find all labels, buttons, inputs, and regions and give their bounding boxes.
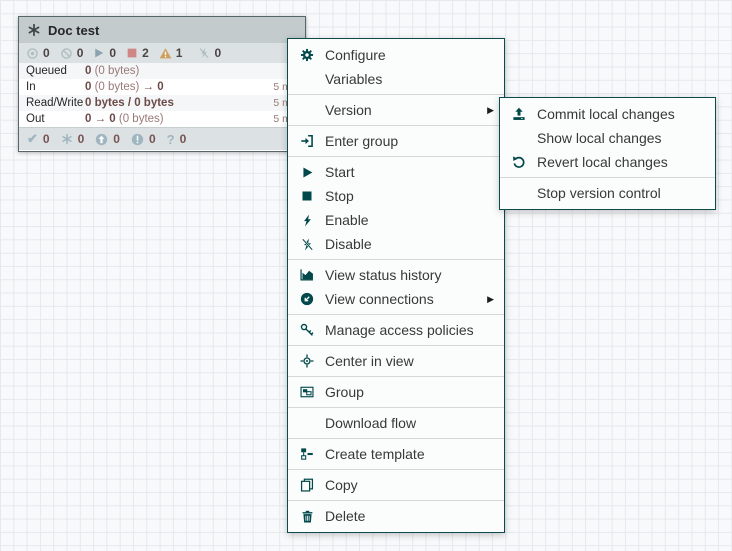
process-group-title: Doc test: [48, 22, 100, 38]
process-group-header: Doc test: [19, 17, 305, 43]
stop-icon: [298, 190, 316, 202]
process-group-icon: [27, 23, 41, 37]
menu-item-center-in-view[interactable]: Center in view: [288, 349, 504, 373]
invalid-count: 1: [175, 46, 183, 60]
menu-divider: [288, 94, 504, 95]
not-transmitting-icon: [60, 47, 73, 60]
process-group[interactable]: Doc test 0 0: [18, 16, 306, 152]
menu-item-stop-version-control[interactable]: Stop version control: [537, 185, 661, 201]
stale-icon: [95, 133, 108, 146]
start-icon: [298, 166, 316, 179]
menu-item-configure[interactable]: Configure: [288, 43, 504, 67]
stale-count: 0: [113, 132, 120, 146]
copy-icon: [298, 478, 316, 492]
menu-item-create-template[interactable]: Create template: [288, 442, 504, 466]
stopped-count: 2: [142, 46, 149, 60]
menu-divider: [288, 156, 504, 157]
menu-item-enter-group[interactable]: Enter group: [288, 129, 504, 153]
menu-item-disable[interactable]: Disable: [288, 232, 504, 256]
template-icon: [298, 447, 316, 461]
disabled-icon: [198, 47, 210, 59]
menu-item-download-flow[interactable]: Download flow: [325, 415, 417, 431]
sync-failure-icon: [131, 133, 144, 146]
menu-item-manage-access-policies[interactable]: Manage access policies: [288, 318, 504, 342]
process-group-version-bar: ✔ 0 0 0: [19, 127, 305, 150]
trash-icon: [298, 510, 316, 523]
running-count: 0: [109, 46, 117, 60]
menu-item-version[interactable]: Version ▶: [325, 102, 494, 118]
running-icon: [93, 47, 105, 59]
bolt-slash-icon: [298, 238, 316, 251]
stat-row-read-write: Read/Write 0 bytes / 0 bytes 5 min: [19, 95, 305, 111]
menu-item-group[interactable]: Group: [288, 380, 504, 404]
menu-item-stop[interactable]: Stop: [288, 184, 504, 208]
locally-modified-count: 0: [77, 132, 85, 146]
menu-divider: [288, 314, 504, 315]
locally-modified-icon: [61, 133, 73, 145]
menu-divider: [288, 376, 504, 377]
disabled-count: 0: [214, 46, 222, 60]
up-to-date-icon: ✔: [27, 131, 38, 146]
menu-item-commit-local-changes[interactable]: Commit local changes: [500, 102, 715, 126]
menu-item-start[interactable]: Start: [288, 160, 504, 184]
process-group-stats: Queued 0 (0 bytes) In 0 (0 bytes) → 0 5 …: [19, 63, 305, 127]
stat-row-in: In 0 (0 bytes) → 0 5 min: [26, 81, 299, 93]
submenu-arrow-icon: ▶: [487, 293, 494, 304]
menu-item-revert-local-changes[interactable]: Revert local changes: [500, 150, 715, 174]
stopped-icon: [126, 47, 138, 59]
invalid-icon: [159, 47, 172, 60]
menu-divider: [288, 469, 504, 470]
sync-failure-count: 0: [148, 132, 156, 146]
menu-divider: [288, 407, 504, 408]
menu-divider: [288, 345, 504, 346]
menu-divider: [288, 438, 504, 439]
transmitting-count: 0: [43, 46, 50, 60]
menu-divider: [288, 259, 504, 260]
not-transmitting-count: 0: [76, 46, 84, 60]
key-icon: [298, 323, 316, 337]
undo-icon: [510, 155, 528, 169]
submenu-arrow-icon: ▶: [487, 104, 494, 115]
gear-icon: [298, 48, 316, 62]
menu-item-delete[interactable]: Delete: [288, 504, 504, 528]
version-submenu: Commit local changes Show local changes …: [499, 97, 716, 210]
up-to-date-count: 0: [42, 132, 50, 146]
menu-item-enable[interactable]: Enable: [288, 208, 504, 232]
stat-row-queued: Queued 0 (0 bytes): [19, 63, 305, 79]
crosshair-icon: [298, 354, 316, 368]
enter-group-icon: [298, 134, 316, 148]
unversioned-icon: ?: [166, 131, 175, 147]
menu-item-view-connections[interactable]: View connections ▶: [288, 287, 504, 311]
menu-divider: [288, 500, 504, 501]
process-group-status-bar: 0 0 0 2: [19, 43, 305, 63]
unversioned-count: 0: [179, 132, 187, 146]
upload-icon: [510, 107, 528, 121]
menu-item-copy[interactable]: Copy: [288, 473, 504, 497]
connections-icon: [298, 292, 316, 306]
menu-divider: [500, 177, 715, 178]
area-chart-icon: [298, 268, 316, 282]
bolt-icon: [298, 214, 316, 227]
menu-item-variables[interactable]: Variables: [325, 71, 383, 87]
menu-divider: [288, 125, 504, 126]
menu-item-view-status-history[interactable]: View status history: [288, 263, 504, 287]
context-menu: Configure Variables Version ▶ Enter grou…: [287, 38, 505, 533]
menu-item-show-local-changes[interactable]: Show local changes: [537, 130, 662, 146]
stat-row-out: Out 0 → 0 (0 bytes) 5 min: [26, 113, 299, 125]
transmitting-icon: [26, 47, 39, 60]
object-group-icon: [298, 385, 316, 399]
